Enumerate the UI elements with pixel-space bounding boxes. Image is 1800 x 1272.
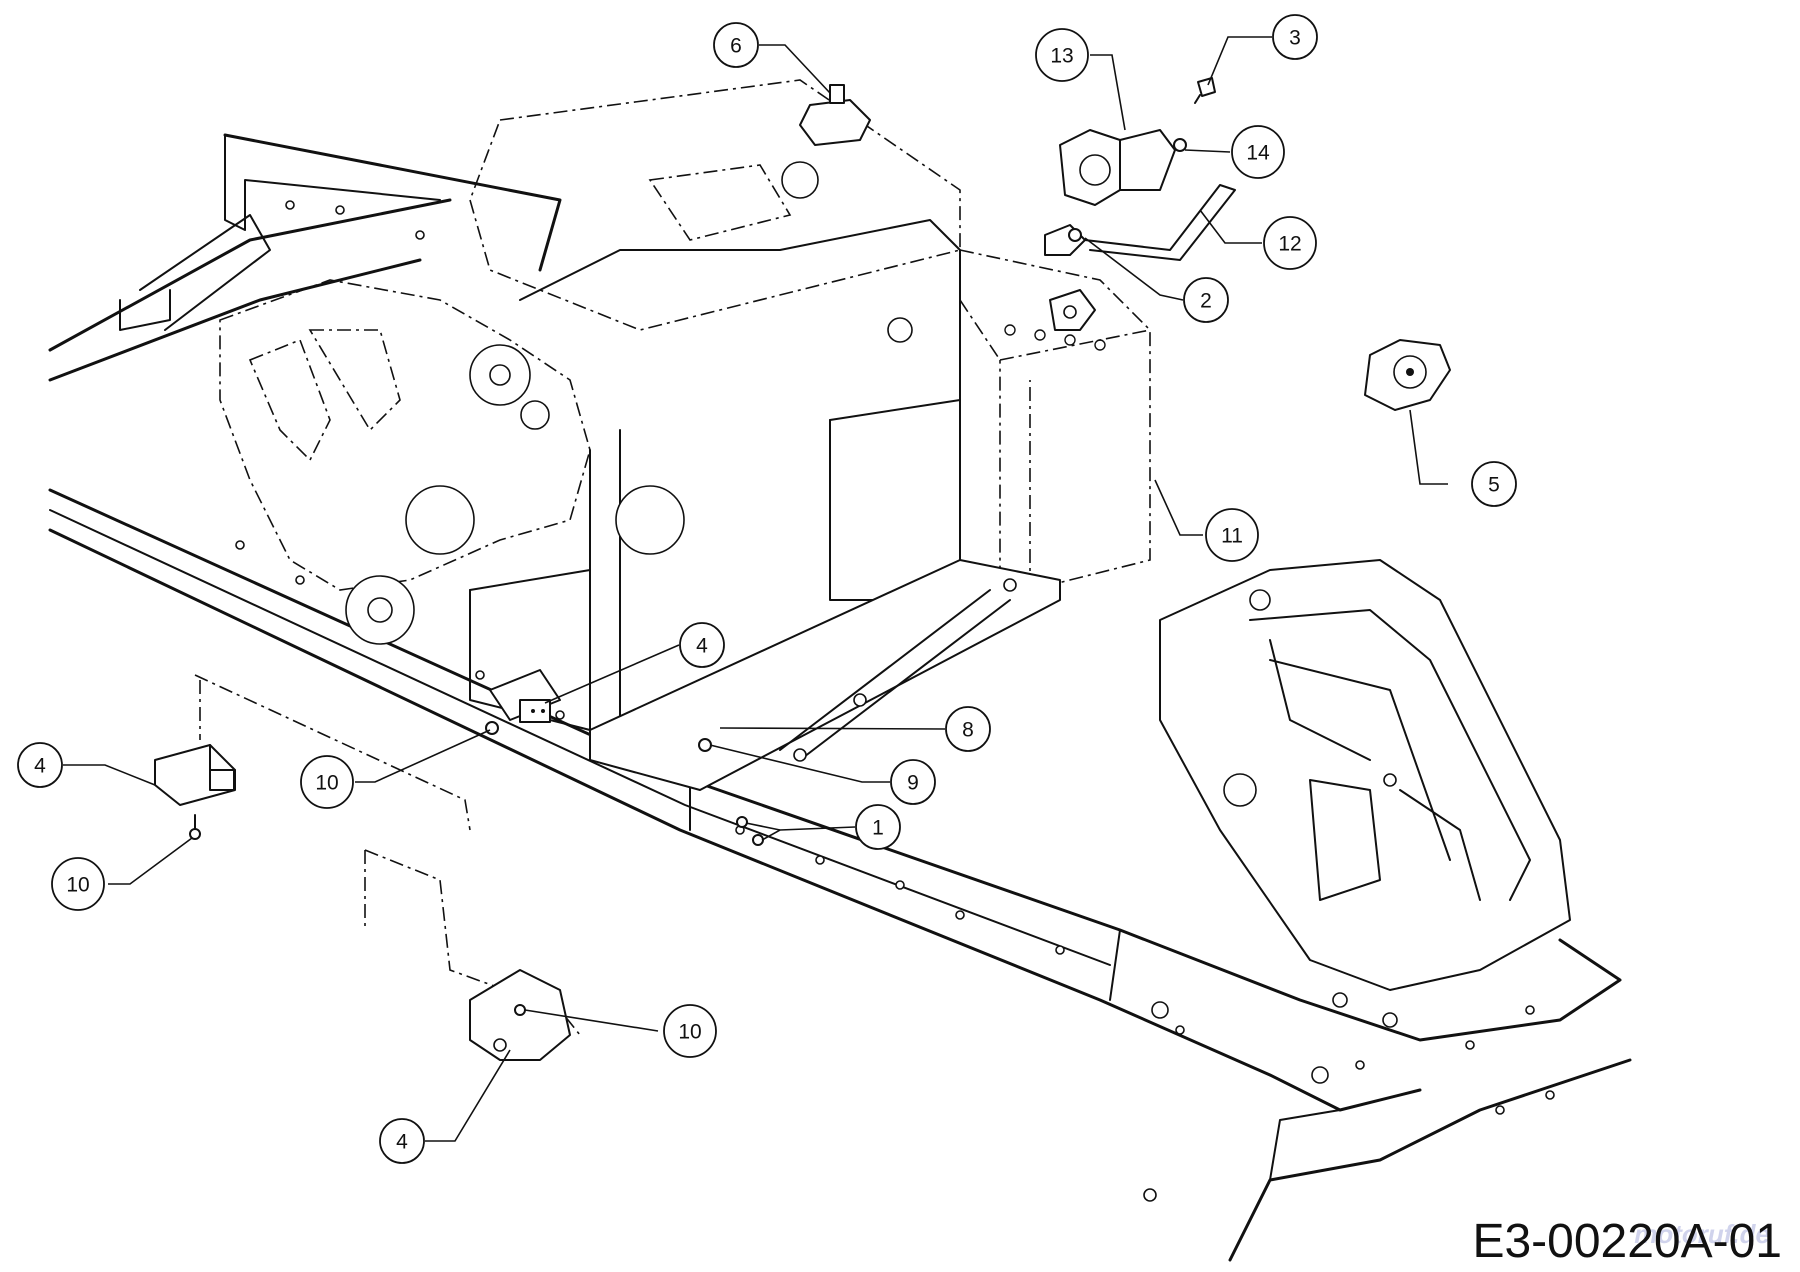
callout-14: 14 [1231,125,1285,179]
callout-label: 4 [696,635,708,658]
part-5-key-switch [1364,339,1451,411]
callout-label: 14 [1246,142,1270,165]
callout-12: 12 [1263,216,1317,270]
callout-3: 3 [1272,14,1318,60]
callout-10-bottom: 10 [663,1004,717,1058]
callout-2: 2 [1183,277,1229,323]
frame-rail-lower [48,488,1632,1262]
callout-13: 13 [1035,28,1089,82]
callout-label: 2 [1200,290,1212,313]
part-6-plug [799,84,871,146]
part-2-clamp [1044,224,1096,331]
steering-mount-plate [219,79,961,591]
callout-10-left: 10 [51,857,105,911]
callout-label: 5 [1488,474,1500,497]
part-13-solenoid [1059,129,1187,206]
callout-10-center: 10 [300,755,354,809]
callout-label: 10 [315,772,338,795]
callout-label: 9 [907,772,919,795]
callout-leaders [63,36,1448,1142]
callout-9: 9 [890,759,936,805]
callout-label: 12 [1278,233,1301,256]
part-3-bolt [1194,77,1216,104]
callout-label: 11 [1221,525,1243,548]
callout-4-left: 4 [17,742,63,788]
callout-label: 8 [962,719,974,742]
part-10-screw-center [485,721,499,735]
callout-label: 3 [1289,27,1301,50]
callout-label: 4 [396,1131,408,1154]
callout-label: 10 [678,1021,701,1044]
callout-5: 5 [1471,461,1517,507]
callout-label: 4 [34,755,46,778]
callout-11: 11 [1205,508,1259,562]
part-9-screw [698,738,712,752]
callout-label: 13 [1050,45,1073,68]
callout-label: 10 [66,874,89,897]
drawing-code: E3-00220A-01 [1472,1215,1782,1268]
frame-rail-upper [48,133,562,382]
watermark: motoruf.de [1634,1219,1770,1249]
callout-6: 6 [713,22,759,68]
callout-4-bottom: 4 [379,1118,425,1164]
seat-switch-bracket [364,849,581,1061]
front-axle-bracket [1159,559,1571,1028]
frame-holes [235,200,1555,1202]
callout-label: 6 [730,35,742,58]
callout-4-center: 4 [679,622,725,668]
callout-8: 8 [945,706,991,752]
part-12-cable [1084,184,1236,261]
callout-1: 1 [855,804,901,850]
switch-4-left [154,674,471,840]
callout-label: 1 [872,817,884,840]
switch-4-center [489,669,561,723]
slide-bracket [589,559,1061,791]
